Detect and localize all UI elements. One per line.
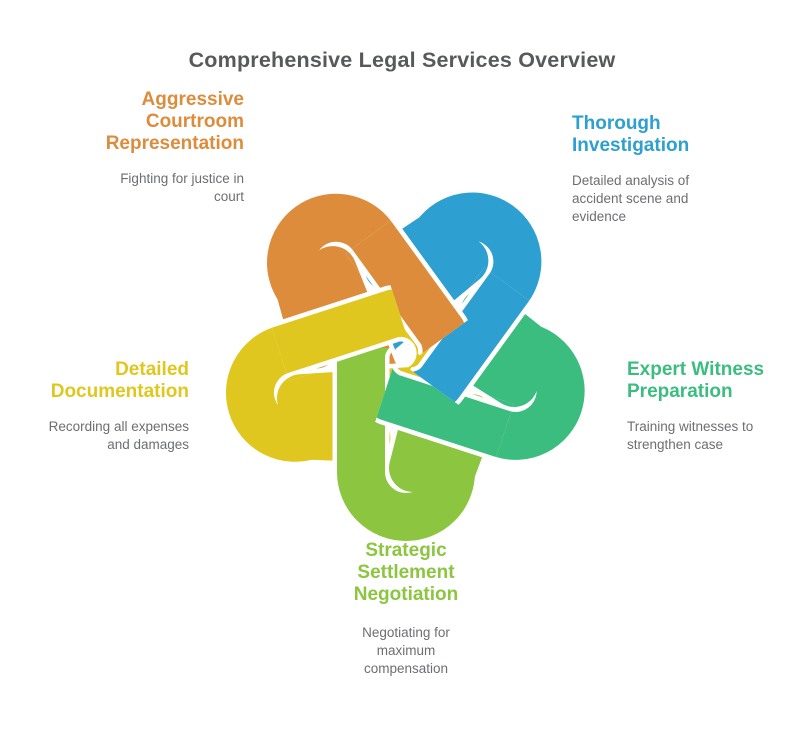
- service-label-courtroom: Aggressive Courtroom Representation Figh…: [14, 89, 244, 206]
- service-description-courtroom: Fighting for justice in court: [14, 170, 244, 206]
- knot-weave-patch-investigation: [410, 267, 536, 408]
- service-title-line: Settlement: [357, 562, 455, 583]
- knot-weave-patch-witness: [373, 364, 514, 465]
- service-title-settlement: Strategic Settlement Negotiation: [296, 540, 516, 606]
- service-label-settlement: Strategic Settlement Negotiation Negotia…: [296, 540, 516, 678]
- service-title-documentation: Detailed Documentation: [0, 359, 189, 403]
- service-title-line: Negotiation: [353, 584, 459, 605]
- service-description-settlement: Negotiating for maximum compensation: [296, 624, 516, 678]
- service-description-line: accident scene and: [572, 191, 689, 206]
- service-description-line: court: [213, 189, 244, 204]
- service-title-line: Documentation: [50, 381, 189, 402]
- knot-weave-patch-settlement: [332, 348, 393, 474]
- service-description-witness: Training witnesses to strengthen case: [627, 418, 802, 454]
- service-title-line: Preparation: [627, 381, 733, 402]
- service-title-line: Aggressive: [141, 89, 244, 110]
- service-label-documentation: Detailed Documentation Recording all exp…: [0, 359, 189, 454]
- service-description-line: maximum: [376, 643, 436, 658]
- service-description-investigation: Detailed analysis of accident scene and …: [572, 172, 762, 226]
- knot-weave-patch-courtroom: [345, 215, 472, 356]
- service-description-line: Detailed analysis of: [572, 173, 690, 188]
- service-title-line: Representation: [105, 133, 244, 154]
- service-title-line: Expert Witness: [627, 359, 765, 380]
- service-title-courtroom: Aggressive Courtroom Representation: [14, 89, 244, 155]
- service-title-line: Thorough: [572, 113, 661, 134]
- page-title: Comprehensive Legal Services Overview: [188, 48, 616, 72]
- service-description-line: compensation: [363, 661, 449, 676]
- service-title-line: Strategic: [365, 540, 447, 561]
- service-description-line: Negotiating for: [362, 625, 450, 640]
- service-title-witness: Expert Witness Preparation: [627, 359, 802, 403]
- service-title-line: Detailed: [115, 359, 189, 380]
- service-title-investigation: Thorough Investigation: [572, 113, 762, 157]
- service-description-line: and damages: [107, 437, 189, 452]
- service-description-documentation: Recording all expenses and damages: [0, 418, 189, 454]
- service-description-line: Fighting for justice in: [120, 171, 244, 186]
- knot-weave-patch-documentation: [269, 284, 409, 382]
- service-description-line: evidence: [572, 209, 627, 224]
- service-description-line: Recording all expenses: [48, 419, 189, 434]
- service-label-investigation: Thorough Investigation Detailed analysis…: [572, 113, 762, 226]
- service-title-line: Courtroom: [145, 111, 244, 132]
- service-description-line: Training witnesses to: [627, 419, 754, 434]
- service-title-line: Investigation: [572, 135, 690, 156]
- service-description-line: strengthen case: [627, 437, 724, 452]
- service-label-witness: Expert Witness Preparation Training witn…: [627, 359, 802, 454]
